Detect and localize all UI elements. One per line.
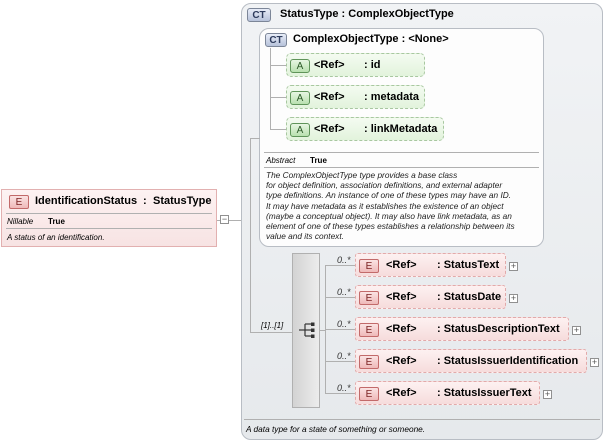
tree-line [270,48,271,130]
attribute-name: : linkMetadata [364,123,438,135]
element-badge: E [9,195,29,209]
occurrence-label: 0..* [337,351,351,361]
element-badge: E [359,387,379,401]
element-name: : StatusDate [437,291,502,303]
sequence-compositor[interactable] [292,253,320,408]
identification-status-element[interactable]: E IdentificationStatus : StatusType Nill… [1,189,217,247]
element-badge: E [359,291,379,305]
description-line: type definitions. An instance of one of … [266,190,512,201]
element-status-description-text[interactable]: E <Ref> : StatusDescriptionText [355,317,569,341]
occurrence-label: 0..* [337,383,351,393]
element-name: : StatusIssuerText [437,387,532,399]
element-name: IdentificationStatus [35,195,138,207]
tree-line [250,138,251,333]
description-line: The ComplexObjectType type provides a ba… [266,170,458,180]
tree-line [325,361,355,362]
element-status-issuer-identification[interactable]: E <Ref> : StatusIssuerIdentification [355,349,587,373]
element-badge: E [359,259,379,273]
occurrence-label: 0..* [337,319,351,329]
status-type-title: StatusType : ComplexObjectType [280,8,454,20]
tree-line [325,329,355,330]
connector-line [217,220,241,221]
description-line: It may have metadata as it establishes t… [266,200,504,211]
element-ref: <Ref> [386,387,417,399]
attribute-metadata[interactable]: A <Ref> : metadata [286,85,425,109]
attribute-badge: A [290,59,310,73]
attribute-id[interactable]: A <Ref> : id [286,53,425,77]
status-type-description: A data type for a state of something or … [246,424,426,434]
tree-line [325,297,355,298]
element-ref: <Ref> [386,291,417,303]
attribute-ref: <Ref> [314,91,345,103]
tree-line [250,138,260,139]
plus-icon: + [573,325,580,335]
element-status-issuer-text[interactable]: E <Ref> : StatusIssuerText [355,381,540,405]
tree-line [250,332,292,333]
expand-button[interactable]: + [543,390,552,399]
nillable-value: True [48,217,65,226]
occurrence-label: 0..* [337,255,351,265]
plus-icon: + [510,261,517,271]
element-badge: E [359,355,379,369]
element-name: : StatusDescriptionText [437,323,560,335]
element-name: : StatusText [437,259,500,271]
divider [264,167,539,168]
expand-button[interactable]: + [509,294,518,303]
complex-object-type-description: The ComplexObjectType type provides a ba… [266,170,541,241]
plus-icon: + [544,389,551,399]
divider [264,152,539,153]
occurrence-label: 0..* [337,287,351,297]
tree-line [270,97,286,98]
element-type-separator: : [143,195,147,207]
attribute-link-metadata[interactable]: A <Ref> : linkMetadata [286,117,444,141]
element-ref: <Ref> [386,259,417,271]
divider [244,419,600,420]
description-line: element of one of these types establishe… [266,221,515,232]
complex-object-type-title: ComplexObjectType : <None> [293,33,449,45]
plus-icon: + [591,357,598,367]
element-ref: <Ref> [386,355,417,367]
tree-line [320,330,325,331]
tree-line [270,129,286,130]
description-line: for object definition, association defin… [266,180,503,191]
tree-line [270,65,286,66]
attribute-ref: <Ref> [314,123,345,135]
description-line: (maybe a conceptual object). It may also… [266,210,512,221]
attribute-name: : metadata [364,91,420,103]
divider [6,213,212,214]
description-line: value and its context. [266,231,344,242]
nillable-label: Nillable [7,217,34,226]
attribute-badge: A [290,123,310,137]
element-status-text[interactable]: E <Ref> : StatusText [355,253,506,277]
element-status-date[interactable]: E <Ref> : StatusDate [355,285,506,309]
tree-line [325,393,355,394]
attribute-name: : id [364,59,381,71]
element-description: A status of an identification. [7,233,105,242]
expand-button[interactable]: + [509,262,518,271]
attribute-badge: A [290,91,310,105]
element-type: StatusType [153,195,212,207]
element-badge: E [359,323,379,337]
expand-button[interactable]: + [590,358,599,367]
collapse-icon: − [221,214,228,224]
complex-type-badge: CT [247,8,271,22]
sequence-multiplicity: [1]..[1] [261,321,284,330]
abstract-value: True [310,156,327,165]
divider [6,228,212,229]
tree-line [325,265,355,266]
complex-type-badge: CT [265,33,287,47]
attribute-ref: <Ref> [314,59,345,71]
plus-icon: + [510,293,517,303]
sequence-icon [299,322,315,338]
expand-button[interactable]: + [572,326,581,335]
element-ref: <Ref> [386,323,417,335]
abstract-label: Abstract [266,156,296,165]
collapse-toggle[interactable]: − [220,215,229,224]
element-name: : StatusIssuerIdentification [437,355,579,367]
